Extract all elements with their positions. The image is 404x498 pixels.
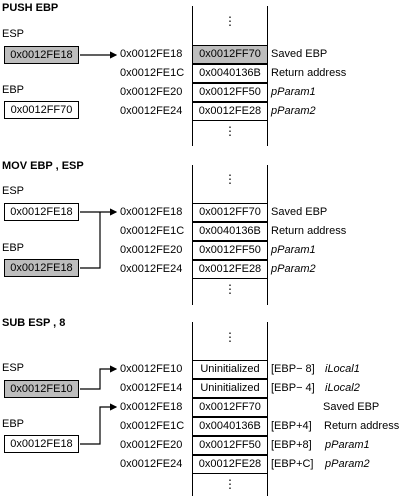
stack-label: Return address (271, 67, 347, 79)
stack-cell: 0x0012FE28 (192, 455, 268, 474)
stack-offset: [EBP− 8] (271, 363, 315, 375)
ebp-label: EBP (2, 418, 25, 430)
stack-label: iLocal1 (325, 363, 360, 375)
stack-address: 0x0012FE24 (120, 458, 183, 470)
stack-address: 0x0012FE1C (120, 67, 185, 79)
stack-address: 0x0012FE20 (120, 86, 183, 98)
stack-cell: Uninitialized (192, 360, 268, 379)
stack-label: Saved EBP (323, 401, 380, 413)
stack-ellipsis-bottom: ⋮ (224, 282, 236, 296)
esp-label: ESP (2, 362, 25, 374)
stack-cell: 0x0040136B (192, 417, 268, 436)
ebp-pointer-arrow-3 (80, 403, 118, 445)
stack-address: 0x0012FE20 (120, 244, 183, 256)
stack-label: pParam1 (271, 244, 316, 256)
stack-cell: Uninitialized (192, 379, 268, 398)
stack-address: 0x0012FE14 (120, 382, 183, 394)
stack-cell: 0x0012FF70 (192, 398, 268, 417)
stack-label: iLocal2 (325, 382, 360, 394)
esp-pointer-arrow-3 (80, 365, 118, 390)
stack-offset: [EBP+8] (271, 439, 312, 451)
section-title-push: PUSH EBP (2, 2, 59, 14)
stack-label: pParam1 (325, 439, 370, 451)
ebp-label: EBP (2, 242, 25, 254)
stack-ellipsis-bottom: ⋮ (224, 477, 236, 491)
stack-address: 0x0012FE10 (120, 363, 183, 375)
stack-label: Saved EBP (271, 206, 328, 218)
stack-label: pParam2 (271, 263, 316, 275)
stack-address: 0x0012FE24 (120, 263, 183, 275)
stack-label: pParam1 (271, 86, 316, 98)
stack-address: 0x0012FE24 (120, 105, 183, 117)
stack-address: 0x0012FE18 (120, 401, 183, 413)
stack-label: pParam2 (271, 105, 316, 117)
stack-cell: 0x0012FF70 (192, 45, 268, 64)
stack-label: pParam2 (325, 458, 370, 470)
stack-ellipsis-top: ⋮ (224, 172, 236, 186)
stack-offset: [EBP− 4] (271, 382, 315, 394)
ebp-label: EBP (2, 84, 25, 96)
stack-label: Return address (271, 225, 347, 237)
ebp-register-box: 0x0012FE18 (4, 259, 79, 277)
ebp-register-box: 0x0012FE18 (4, 435, 79, 453)
ebp-register-box: 0x0012FF70 (4, 101, 79, 119)
stack-cell: 0x0012FE28 (192, 102, 268, 121)
esp-register-box: 0x0012FE10 (4, 380, 79, 398)
stack-address: 0x0012FE20 (120, 439, 183, 451)
stack-cell: 0x0040136B (192, 64, 268, 83)
ebp-pointer-line-2 (80, 212, 101, 269)
stack-ellipsis-top: ⋮ (224, 14, 236, 28)
stack-offset: [EBP+4] (271, 420, 312, 432)
section-title-sub: SUB ESP , 8 (2, 317, 66, 329)
stack-cell: 0x0012FF50 (192, 436, 268, 455)
stack-cell: 0x0012FE28 (192, 260, 268, 279)
stack-offset: [EBP+C] (271, 458, 314, 470)
stack-address: 0x0012FE1C (120, 420, 185, 432)
stack-cell: 0x0012FF70 (192, 203, 268, 222)
stack-ellipsis-top: ⋮ (224, 330, 236, 344)
stack-ellipsis-bottom: ⋮ (224, 124, 236, 138)
stack-address: 0x0012FE18 (120, 48, 183, 60)
esp-label: ESP (2, 28, 25, 40)
esp-label: ESP (2, 185, 25, 197)
stack-cell: 0x0012FF50 (192, 83, 268, 102)
stack-cell: 0x0040136B (192, 222, 268, 241)
esp-register-box: 0x0012FE18 (4, 203, 79, 221)
stack-cell: 0x0012FF50 (192, 241, 268, 260)
stack-label: Saved EBP (271, 48, 328, 60)
esp-register-box: 0x0012FE18 (4, 46, 79, 64)
stack-label: Return address (324, 420, 400, 432)
stack-address: 0x0012FE18 (120, 206, 183, 218)
section-title-mov: MOV EBP , ESP (2, 160, 84, 172)
stack-address: 0x0012FE1C (120, 225, 185, 237)
